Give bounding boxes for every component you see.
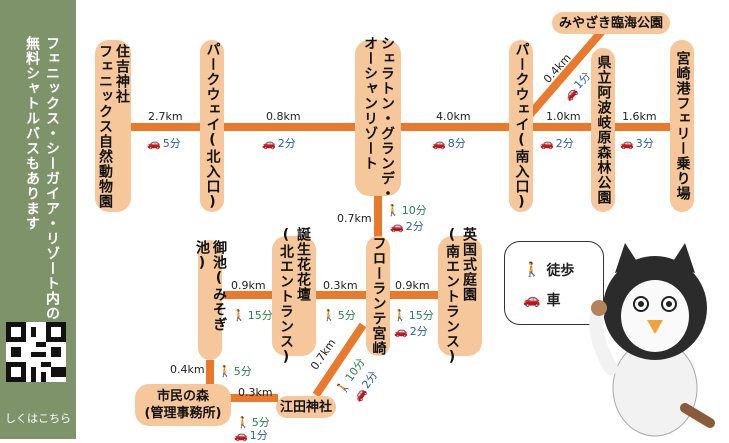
mascot-character [589,243,715,437]
walk-icon: 🚶 [236,415,250,429]
route-car-time: 🚗2分 [390,219,424,234]
car-icon: 🚗 [390,219,404,233]
walk-icon: 🚶 [523,262,541,278]
walk-icon: 🚶 [218,364,232,378]
route-walk-time: 🚶15分 [393,308,434,323]
place-mikeike[interactable]: 御池(みそぎ池) [194,240,227,360]
car-icon: 🚗 [234,428,248,442]
route-car-time: 🚗2分 [394,324,428,339]
legend: 🚶徒歩 🚗車 [504,241,604,325]
route-distance: 2.7km [148,110,183,123]
place-florante[interactable]: フローランテ宮崎 [366,236,390,356]
route-distance: 0.3km [238,386,273,399]
route-car-time: 🚗2分 [540,136,574,151]
road-eda-diagonal [312,322,367,398]
place-parkway-south[interactable]: パークウェイ(南入口) [509,40,533,212]
legend-car: 🚗車 [523,292,561,309]
walk-icon: 🚶 [386,203,400,217]
route-car-time: 🚗5分 [147,136,181,151]
route-distance: 4.0km [436,110,471,123]
route-walk-time: 🚶5分 [322,308,356,323]
walk-icon: 🚶 [393,308,407,322]
car-icon: 🚗 [523,292,541,308]
road-rinkai-diagonal [523,27,607,121]
shuttle-info-panel: フェニックス・シーガイア・リゾート内の 無料シャトルバスもあります しくはこちら [0,0,76,439]
route-car-time: 🚗3分 [620,136,654,151]
walk-icon: 🚶 [232,308,246,322]
route-distance: 1.6km [622,110,657,123]
qr-code[interactable] [6,322,66,382]
car-icon: 🚗 [262,136,276,150]
car-icon: 🚗 [432,136,446,150]
place-eda-jinja[interactable]: 江田神社 [276,396,336,418]
place-sumiyoshi[interactable]: 住吉神社 フェニックス自然動物園 [95,40,131,212]
car-icon: 🚗 [147,136,161,150]
route-walk-time: 🚶15分 [232,308,273,323]
car-icon: 🚗 [620,136,634,150]
qr-link-text[interactable]: しくはこちら [5,412,71,425]
route-walk-time: 🚶10分 [386,203,427,218]
route-walk-time: 🚶5分 [218,364,252,379]
route-distance: 0.4km [170,363,205,376]
shuttle-line-2: 無料シャトルバスもあります [24,36,40,231]
route-distance: 0.7km [337,212,372,225]
place-ferry[interactable]: 宮崎港フェリー乗り場 [670,40,694,212]
place-parkway-north[interactable]: パークウェイ(北入口) [200,40,224,212]
walk-icon: 🚶 [322,308,336,322]
place-sheraton[interactable]: シェラトン・グランデ・ オーシャンリゾート [355,36,401,201]
route-car-time: 🚗2分 [262,136,296,151]
route-distance: 0.9km [395,279,430,292]
car-icon: 🚗 [540,136,554,150]
route-distance: 0.9km [231,279,266,292]
place-eikoku[interactable]: 英国式庭園 (南エントランス) [438,227,482,366]
route-walk-time: 🚶5分 [236,415,270,430]
route-distance: 1.0km [546,110,581,123]
route-car-time: 🚗1分 [234,428,268,443]
shuttle-line-1: フェニックス・シーガイア・リゾート内の [44,36,60,321]
place-miyazaki-rinkai[interactable]: みやざき臨海公園 [552,12,670,34]
place-kenritsu-aki[interactable]: 県立阿波岐原森林公園 [591,48,615,212]
route-distance: 0.3km [323,279,358,292]
car-icon: 🚗 [394,324,408,338]
route-car-time: 🚗8分 [432,136,466,151]
place-tanjou[interactable]: 誕生花花壇 (北エントランス) [272,227,316,366]
route-distance: 0.8km [266,110,301,123]
place-shimin-mori[interactable]: 市民の森 (管理事務所) [135,384,231,426]
legend-walk: 🚶徒歩 [523,262,575,279]
